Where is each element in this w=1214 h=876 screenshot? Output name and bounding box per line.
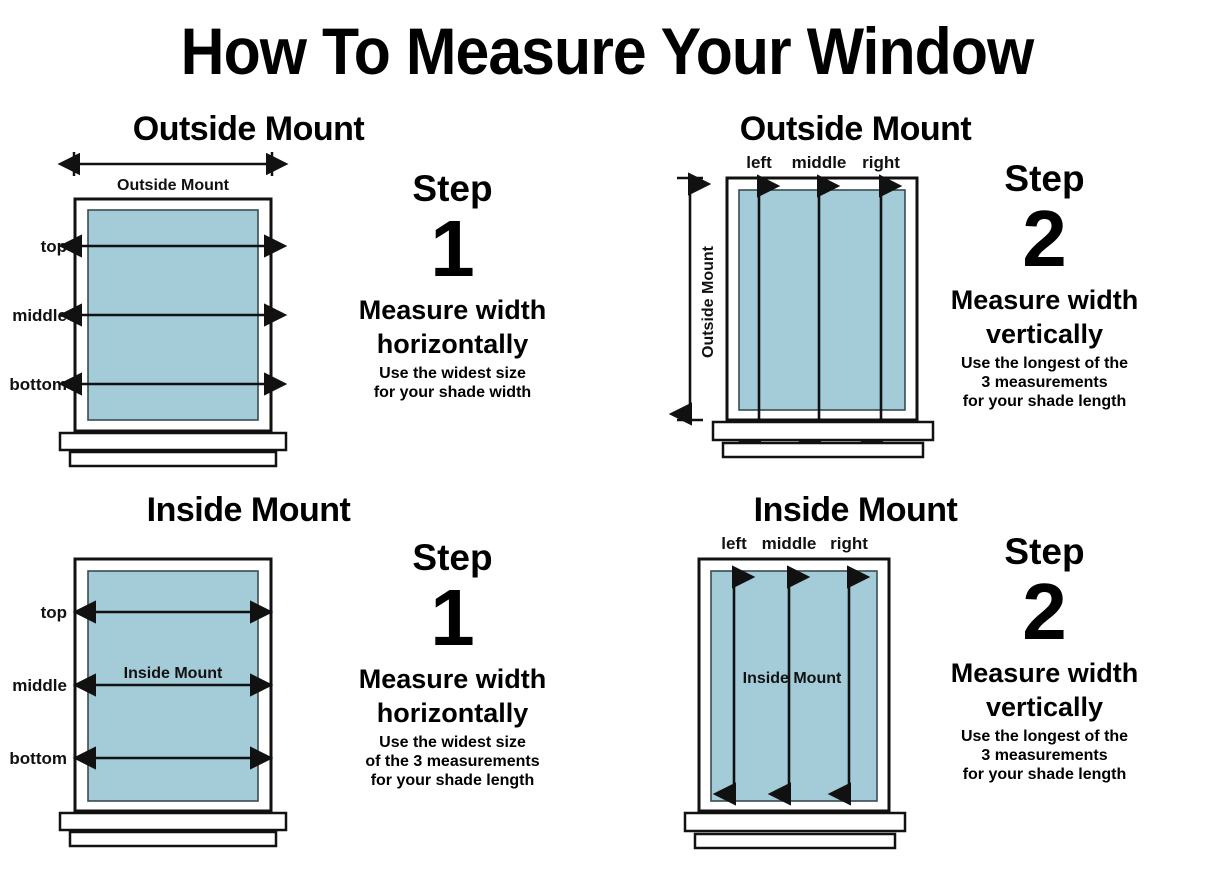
- panel-heading-inside-mount-1: Inside Mount: [146, 491, 351, 529]
- measure-label-bottom: bottom: [10, 375, 67, 394]
- step-block-1: Step 1 Measure width horizontally Use th…: [345, 170, 560, 403]
- panel-heading-outside-mount-2: Outside Mount: [739, 110, 972, 148]
- step-number: 2: [1022, 194, 1067, 283]
- window-sill-lower: [68, 830, 278, 848]
- dimension-line-outside-height: [668, 172, 712, 426]
- step-sub-line-3: for your shade length: [962, 392, 1127, 410]
- measure-label-middle: middle: [12, 306, 67, 325]
- window-sill-upper: [58, 431, 288, 452]
- diagram-inside-mount-horizontal: Inside Mount top middle bottom: [10, 557, 288, 848]
- measure-label-middle: middle: [792, 153, 847, 172]
- step-main-line-2: horizontally: [376, 698, 529, 729]
- panel-outside-mount-step-1: Outside Mount Outside Mount top: [0, 104, 607, 484]
- dimension-label-inside-mount: Inside Mount: [124, 665, 223, 682]
- panel-heading-inside-mount-2: Inside Mount: [753, 491, 958, 529]
- step-sub-line-2: of the 3 measurements: [365, 753, 540, 771]
- step-main-line-2: vertically: [985, 319, 1104, 350]
- step-main-line-1: Measure width: [950, 658, 1139, 688]
- diagram-inside-mount-vertical: left middle right Inside Mount: [683, 534, 907, 850]
- step-main-line-1: Measure width: [358, 295, 547, 325]
- step-block-2: Step 2 Measure width vertically Use the …: [937, 160, 1152, 411]
- window-sill-upper: [683, 811, 907, 833]
- step-number: 2: [1022, 567, 1067, 656]
- window-sill-upper: [711, 420, 935, 442]
- measure-label-right: right: [830, 534, 868, 553]
- step-sub-line-2: 3 measurements: [981, 747, 1108, 765]
- window-sill-lower: [721, 441, 925, 459]
- step-main-line-1: Measure width: [950, 285, 1139, 315]
- panel-inside-mount-step-2: Inside Mount left middle right Inside Mo…: [607, 485, 1214, 865]
- measure-label-middle: middle: [12, 676, 67, 695]
- panel-inside-mount-step-1: Inside Mount Inside Mount top middle bot…: [0, 485, 607, 865]
- measure-arrows-vertical: [737, 174, 903, 454]
- diagram-outside-mount-horizontal: Outside Mount top middle bottom: [10, 152, 289, 468]
- measure-arrows-vertical: [712, 565, 871, 806]
- step-sub-line-1: Use the longest of the: [960, 728, 1129, 746]
- diagram-outside-mount-vertical: Outside Mount left middle right: [668, 153, 935, 459]
- step-sub-line-3: for your shade length: [962, 765, 1127, 783]
- measure-label-left: left: [746, 153, 772, 172]
- step-block-3: Step 1 Measure width horizontally Use th…: [345, 539, 560, 790]
- measure-label-bottom: bottom: [10, 749, 67, 768]
- step-main-line-2: horizontally: [376, 329, 529, 360]
- step-word: Step: [412, 168, 493, 209]
- dimension-label-outside-mount: Outside Mount: [117, 177, 230, 194]
- step-word: Step: [1004, 158, 1085, 199]
- panel-heading-outside-mount-1: Outside Mount: [132, 110, 365, 148]
- step-number: 1: [430, 204, 475, 293]
- step-sub-line-2: 3 measurements: [981, 374, 1108, 392]
- step-sub-line-1: Use the longest of the: [960, 355, 1129, 373]
- step-sub-line-1: Use the widest size: [379, 365, 526, 383]
- step-main-line-2: vertically: [985, 692, 1104, 723]
- measure-arrows-horizontal: [72, 600, 274, 770]
- dimension-label-outside-mount-vertical: Outside Mount: [700, 245, 717, 358]
- window-sill-lower: [68, 450, 278, 468]
- step-number: 1: [430, 573, 475, 662]
- step-main-line-1: Measure width: [358, 664, 547, 694]
- measure-label-right: right: [862, 153, 900, 172]
- step-word: Step: [412, 537, 493, 578]
- dimension-label-inside-mount: Inside Mount: [743, 670, 842, 687]
- dimension-line-outside-width: [57, 152, 289, 176]
- window-sill-upper: [58, 811, 288, 832]
- window-sill-lower: [693, 832, 897, 850]
- step-sub-line-1: Use the widest size: [379, 734, 526, 752]
- step-word: Step: [1004, 531, 1085, 572]
- step-block-4: Step 2 Measure width vertically Use the …: [937, 533, 1152, 784]
- measure-label-middle: middle: [762, 534, 817, 553]
- measure-label-top: top: [41, 237, 67, 256]
- measure-label-left: left: [721, 534, 747, 553]
- measure-arrows-horizontal: [58, 234, 288, 396]
- step-sub-line-3: for your shade length: [370, 771, 535, 789]
- step-sub-line-2: for your shade width: [373, 384, 532, 402]
- panel-outside-mount-step-2: Outside Mount Outside Mount left middle …: [607, 104, 1214, 484]
- page-title: How To Measure Your Window: [180, 14, 1035, 88]
- measure-label-top: top: [41, 603, 67, 622]
